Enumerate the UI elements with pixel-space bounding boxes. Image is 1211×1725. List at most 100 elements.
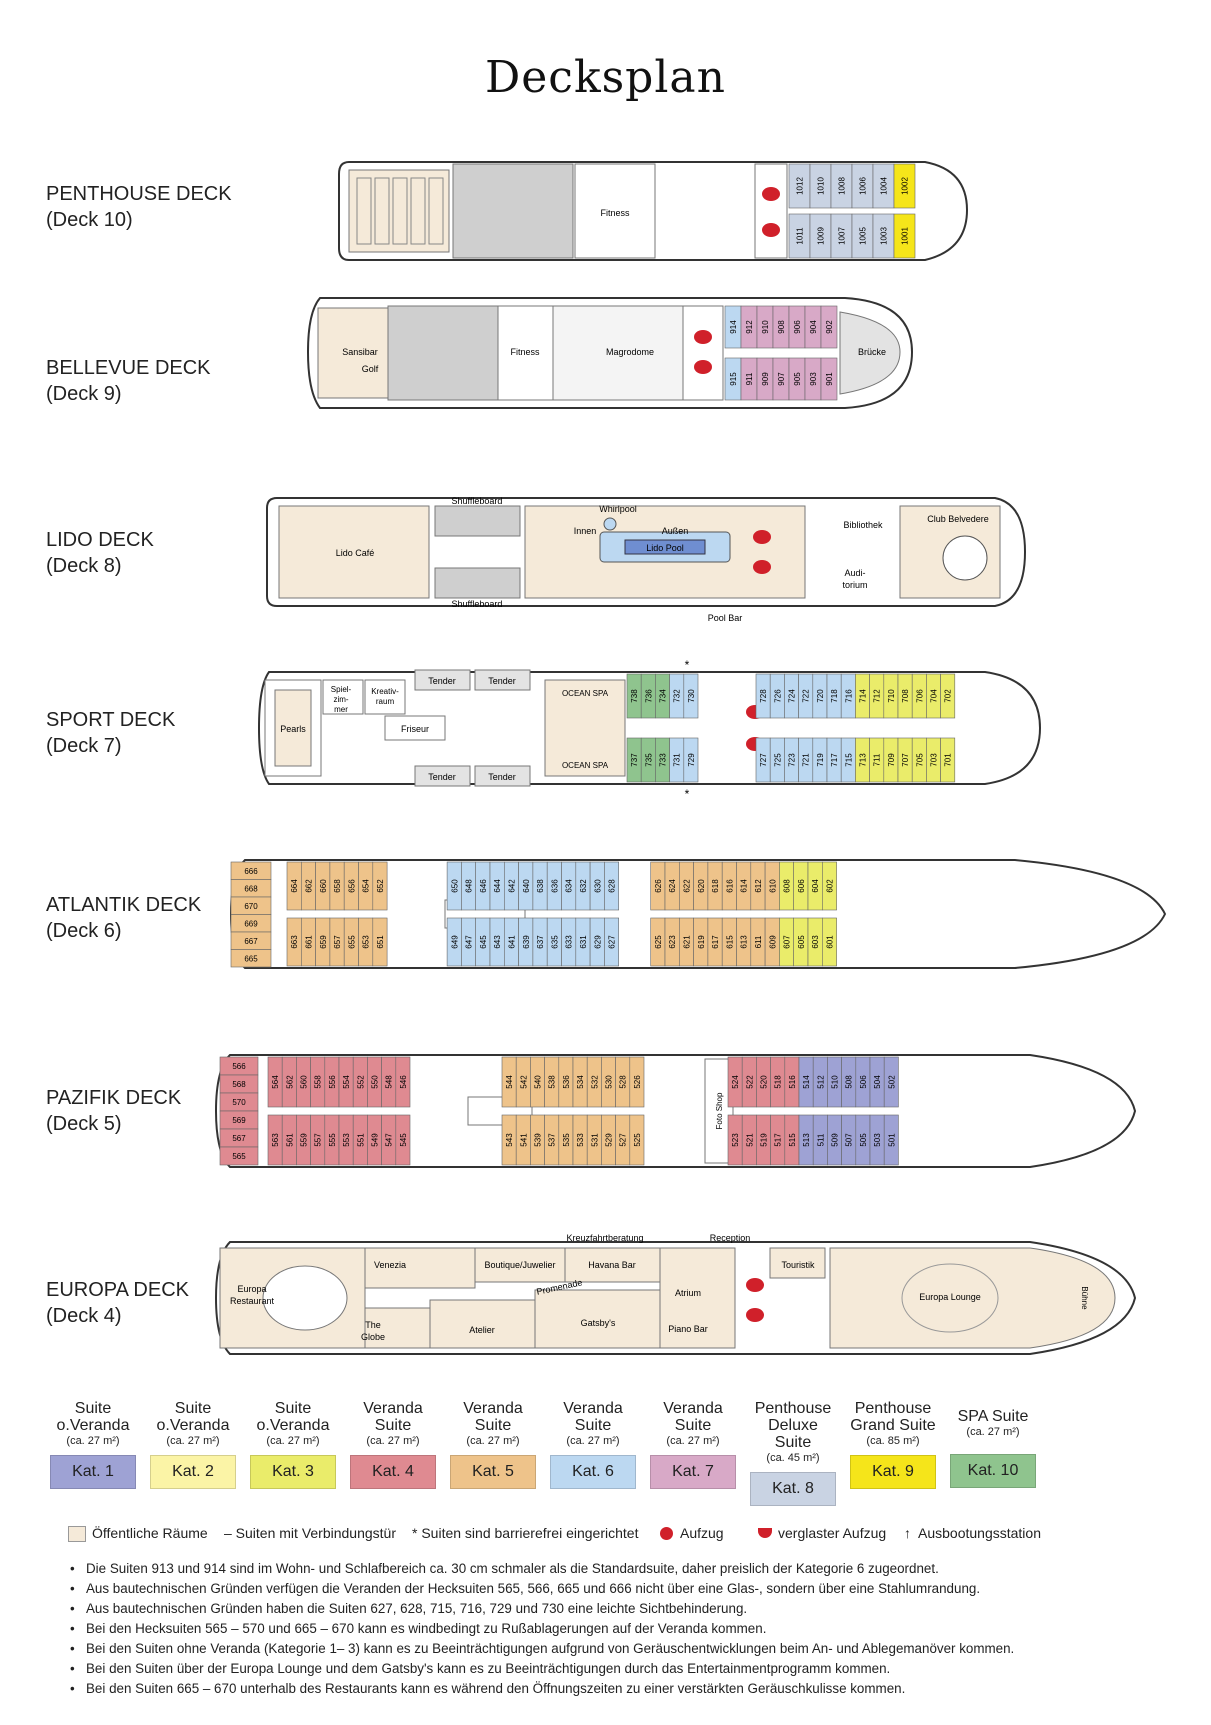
deck-plan-8: Lido Café Shuffleboard Shuffleboard Whir… — [266, 496, 1027, 622]
cabin-number: 914 — [729, 320, 738, 334]
cabin-number: 661 — [304, 935, 313, 949]
cabin-number: 722 — [802, 689, 811, 703]
cabin-number: 540 — [534, 1075, 543, 1089]
cabin-number: 528 — [619, 1075, 628, 1089]
deck-name: EUROPA DECK — [46, 1279, 189, 1301]
cabin-number: 559 — [300, 1133, 309, 1147]
pearls-label: Pearls — [280, 724, 306, 734]
cabin-number: 507 — [845, 1133, 854, 1147]
cabin-number: 730 — [687, 689, 696, 703]
cabin-number: 566 — [232, 1062, 246, 1071]
cabin-number: 515 — [788, 1133, 797, 1147]
cabin-627 — [604, 917, 619, 967]
category-title: Penthouse — [854, 1400, 932, 1417]
glass-elevator-icon — [694, 330, 712, 344]
cabin-number: 667 — [244, 937, 258, 946]
cabin-number: 652 — [376, 879, 385, 893]
cabin-number: 568 — [232, 1080, 246, 1089]
cabin-number: 905 — [793, 372, 802, 386]
cabin-number: 563 — [271, 1133, 280, 1147]
touristik-label: Touristik — [781, 1260, 815, 1270]
category-title: Veranda — [463, 1400, 523, 1417]
cabin-number: 624 — [668, 879, 677, 893]
cabin-number: 541 — [519, 1133, 528, 1147]
cabin-number: 565 — [232, 1152, 246, 1161]
glass-elevator-icon — [694, 360, 712, 374]
deck-number: (Deck 6) — [46, 920, 122, 942]
shuffleboard-label: Shuffleboard — [452, 496, 503, 506]
cabin-number: 711 — [873, 753, 882, 766]
category-swatch: Kat. 4 — [350, 1455, 436, 1489]
cabin-number: 1008 — [838, 177, 847, 195]
cabin-number: 705 — [915, 753, 924, 767]
the-globe-label: The — [365, 1320, 381, 1330]
category-subtitle: Suite — [474, 1417, 512, 1434]
cabin-number: 915 — [729, 372, 738, 386]
sansibar-label: Sansibar — [342, 347, 378, 357]
category-size: (ca. 85 m²) — [866, 1435, 920, 1447]
cabin-number: 542 — [519, 1075, 528, 1089]
lido-cafe-label: Lido Café — [336, 548, 375, 558]
cabin-number: 606 — [797, 879, 806, 893]
cabin-number: 551 — [356, 1133, 365, 1147]
cabin-number: 736 — [644, 689, 653, 703]
category-swatch: Kat. 1 — [50, 1455, 136, 1489]
cabin-number: 526 — [633, 1075, 642, 1089]
cabin-number: 503 — [873, 1133, 882, 1147]
cabin-number: 718 — [830, 689, 839, 703]
cabin-number: 544 — [505, 1075, 514, 1089]
cabin-number: 529 — [605, 1133, 614, 1147]
buehne-label: Bühne — [1080, 1286, 1089, 1310]
cabin-number: 634 — [565, 879, 574, 893]
category-size: (ca. 27 m²) — [466, 1435, 520, 1447]
category-size: (ca. 27 m²) — [966, 1426, 1020, 1438]
cabin-number: 732 — [673, 689, 682, 703]
cabin-number: 714 — [859, 689, 868, 703]
cabin-701 — [940, 737, 956, 783]
category-title: Suite — [274, 1400, 312, 1417]
cabin-number: 729 — [687, 753, 696, 767]
cabin-number: 721 — [802, 753, 811, 767]
footnote: Bei den Suiten über der Europa Lounge un… — [70, 1659, 1170, 1679]
cabin-702 — [940, 673, 956, 719]
cabin-number: 611 — [754, 935, 763, 948]
cabin-number: 1006 — [859, 177, 868, 195]
cabin-number: 524 — [731, 1075, 740, 1089]
fitness-label: Fitness — [600, 208, 630, 218]
cabin-number: 549 — [371, 1133, 380, 1147]
cabin-number: 557 — [314, 1133, 323, 1147]
category-title: SPA Suite — [957, 1408, 1029, 1425]
cabin-number: 546 — [399, 1075, 408, 1089]
ocean-spa-label: OCEAN SPA — [562, 761, 609, 770]
elevator-label: Aufzug — [680, 1525, 724, 1541]
cabin-number: 904 — [809, 320, 818, 334]
deck-name: SPORT DECK — [46, 709, 176, 731]
cabin-number: 1012 — [796, 177, 805, 195]
glass-elevator-icon — [753, 560, 771, 574]
category-size: (ca. 27 m²) — [266, 1435, 320, 1447]
europa-lounge-label: Europa Lounge — [919, 1292, 981, 1302]
cabin-number: 719 — [816, 753, 825, 767]
cabin-number: 538 — [548, 1075, 557, 1089]
cabin-number: 562 — [285, 1075, 294, 1089]
cabin-502 — [883, 1056, 899, 1108]
auditorium-label: Audi- — [844, 568, 865, 578]
cabin-number: 710 — [887, 689, 896, 703]
cabin-number: 658 — [333, 879, 342, 893]
glass-elevator-icon — [762, 223, 780, 237]
category-title: Veranda — [563, 1400, 623, 1417]
cabin-number: 520 — [760, 1075, 769, 1089]
footnote: Bei den Hecksuiten 565 – 570 und 665 – 6… — [70, 1619, 1170, 1639]
cabin-number: 641 — [507, 935, 516, 949]
cabin-number: 505 — [859, 1133, 868, 1147]
category-swatch: Kat. 7 — [650, 1455, 736, 1489]
page-title: Decksplan — [484, 52, 726, 103]
cabin-number: 609 — [768, 935, 777, 949]
cabin-number: 605 — [797, 935, 806, 949]
lifeboat-arrow-icon: ↑ — [904, 1525, 911, 1541]
category-title: Penthouse — [754, 1400, 832, 1417]
cabin-1001 — [893, 213, 916, 259]
cabin-number: 906 — [793, 320, 802, 334]
public-area-swatch — [68, 1526, 86, 1542]
